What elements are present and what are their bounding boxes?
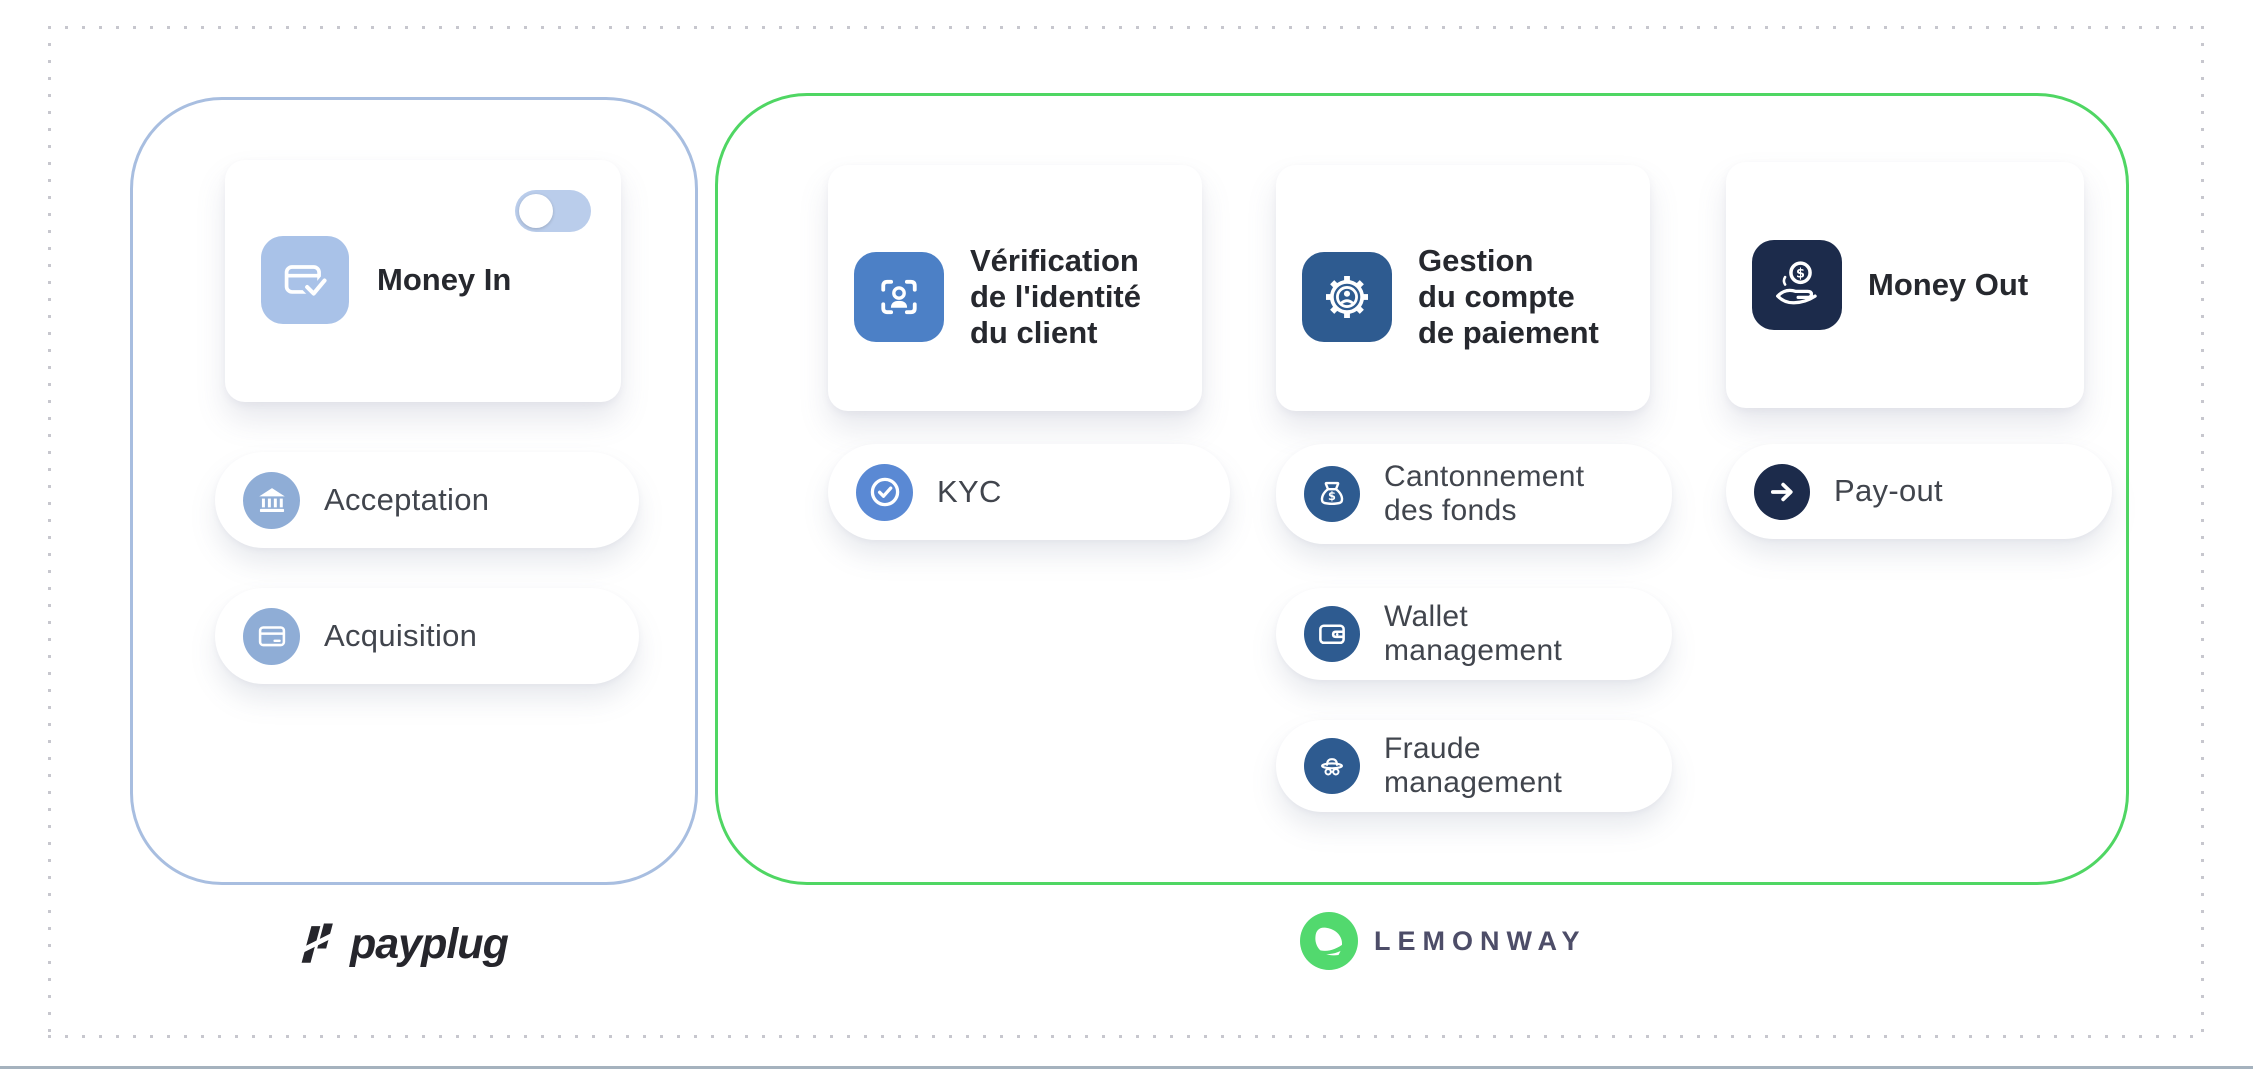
money-in-title: Money In <box>377 262 512 298</box>
lemonway-leaf-icon <box>1300 912 1358 970</box>
hand-coin-icon: $ <box>1752 240 1842 330</box>
spy-icon <box>1304 738 1360 794</box>
bottom-divider <box>0 1066 2253 1069</box>
id-scan-icon <box>854 251 944 342</box>
verification-card: Vérification de l'identité du client <box>828 165 1202 411</box>
gear-user-icon <box>1302 251 1392 342</box>
gestion-card: Gestion du compte de paiement <box>1276 165 1650 411</box>
pill-cantonnement: $ Cantonnement des fonds <box>1276 444 1672 544</box>
money-out-title: Money Out <box>1868 267 2029 303</box>
lemonway-wordmark: LEMONWAY <box>1374 925 1587 956</box>
lemonway-logo: LEMONWAY <box>1300 912 1587 970</box>
payplug-wordmark: payplug <box>350 919 509 968</box>
toggle-knob[interactable] <box>519 194 553 228</box>
money-out-card: $ Money Out <box>1726 162 2084 408</box>
credit-card-icon <box>243 607 300 665</box>
card-check-icon <box>261 236 349 324</box>
pill-acquisition: Acquisition <box>215 588 639 684</box>
arrow-right-icon <box>1754 463 1810 520</box>
toggle-switch[interactable] <box>515 190 591 232</box>
pill-fraude: Fraude management <box>1276 720 1672 812</box>
pill-wallet: Wallet management <box>1276 588 1672 680</box>
wallet-icon <box>1304 606 1360 662</box>
gestion-title: Gestion du compte de paiement <box>1418 243 1599 350</box>
money-bag-icon: $ <box>1304 466 1360 522</box>
money-in-card: Money In <box>225 160 621 402</box>
cantonnement-label: Cantonnement des fonds <box>1384 460 1585 527</box>
pill-acceptation: Acceptation <box>215 452 639 548</box>
kyc-label: KYC <box>937 473 1002 509</box>
wallet-label: Wallet management <box>1384 600 1563 667</box>
fraude-label: Fraude management <box>1384 732 1563 799</box>
acquisition-label: Acquisition <box>324 617 478 653</box>
payout-label: Pay-out <box>1834 473 1943 509</box>
payplug-mark-icon <box>290 918 340 970</box>
payplug-logo: payplug <box>290 918 509 970</box>
svg-text:$: $ <box>1328 489 1336 503</box>
bank-icon <box>243 471 300 529</box>
verification-title: Vérification de l'identité du client <box>970 243 1141 350</box>
pill-kyc: KYC <box>828 444 1230 540</box>
pill-payout: Pay-out <box>1726 444 2112 539</box>
acceptation-label: Acceptation <box>324 481 490 517</box>
svg-text:$: $ <box>1796 267 1805 282</box>
check-circle-icon <box>856 463 913 521</box>
